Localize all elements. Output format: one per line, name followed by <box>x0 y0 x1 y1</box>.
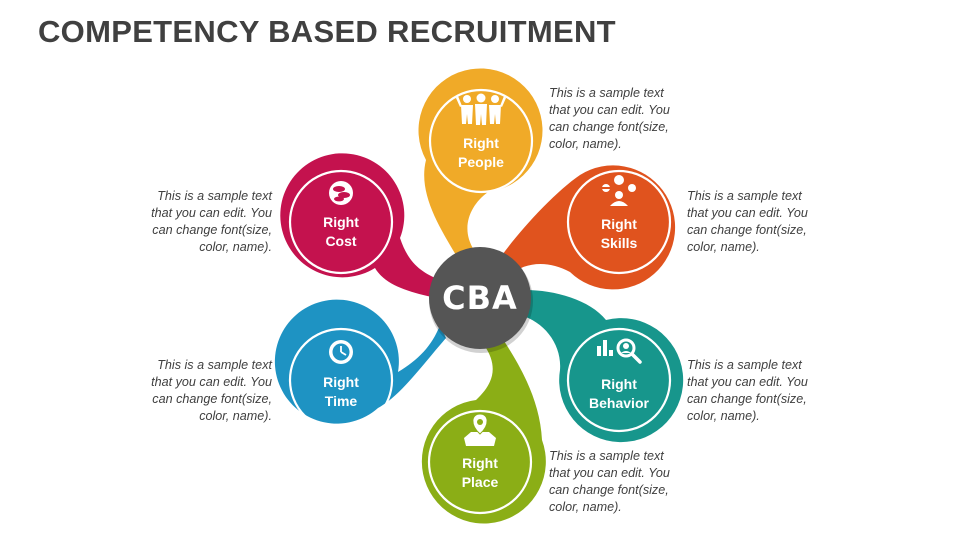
label-line: Right <box>601 216 637 232</box>
skills-icon <box>602 175 636 206</box>
label-line: Skills <box>600 235 638 251</box>
connector-place <box>421 338 546 524</box>
label-line: Right <box>323 374 359 390</box>
label-line: Right <box>323 214 359 230</box>
label-line: Time <box>324 393 358 409</box>
ring-skills <box>566 169 672 275</box>
ring-cost <box>288 169 394 275</box>
connector-people <box>418 68 543 255</box>
connector-time <box>274 299 446 424</box>
label-line: Right <box>463 135 499 151</box>
ring-time <box>288 327 394 433</box>
label-right-behavior: Right Behavior <box>571 375 667 413</box>
label-right-people: Right People <box>433 134 529 172</box>
label-line: Right <box>601 376 637 392</box>
behavior-analysis-icon <box>597 338 642 364</box>
connector-cost <box>280 153 440 298</box>
page-title: COMPETENCY BASED RECRUITMENT <box>38 14 616 49</box>
note-right-cost: This is a sample text that you can edit.… <box>151 189 272 254</box>
ring-place <box>427 409 533 515</box>
label-right-skills: Right Skills <box>571 215 667 253</box>
ring-people <box>428 88 534 194</box>
center-label: CBA <box>442 279 518 317</box>
node-right-skills <box>500 165 676 290</box>
ring-behavior <box>566 327 672 433</box>
node-right-behavior <box>520 290 684 443</box>
node-right-people <box>418 68 543 255</box>
label-line: Cost <box>325 233 357 249</box>
team-icon <box>456 93 506 125</box>
label-right-cost: Right Cost <box>293 213 389 251</box>
connector-skills <box>500 165 676 290</box>
label-right-place: Right Place <box>432 454 528 492</box>
clock-icon <box>329 340 353 364</box>
coins-icon <box>329 181 353 205</box>
center-hub <box>429 247 531 349</box>
label-line: Right <box>462 455 498 471</box>
label-line: Place <box>461 474 499 490</box>
node-right-cost <box>280 153 440 298</box>
label-line: People <box>458 154 504 170</box>
map-pin-icon <box>464 413 496 446</box>
node-right-place <box>421 338 546 524</box>
node-right-time <box>274 299 446 433</box>
note-right-time: This is a sample text that you can edit.… <box>151 358 272 423</box>
note-right-place: This is a sample text that you can edit.… <box>549 449 670 514</box>
label-line: Behavior <box>589 395 649 411</box>
note-right-people: This is a sample text that you can edit.… <box>549 86 670 151</box>
note-right-behavior: This is a sample text that you can edit.… <box>687 358 808 423</box>
note-right-skills: This is a sample text that you can edit.… <box>687 189 808 254</box>
connector-behavior <box>520 290 684 443</box>
label-right-time: Right Time <box>293 373 389 411</box>
